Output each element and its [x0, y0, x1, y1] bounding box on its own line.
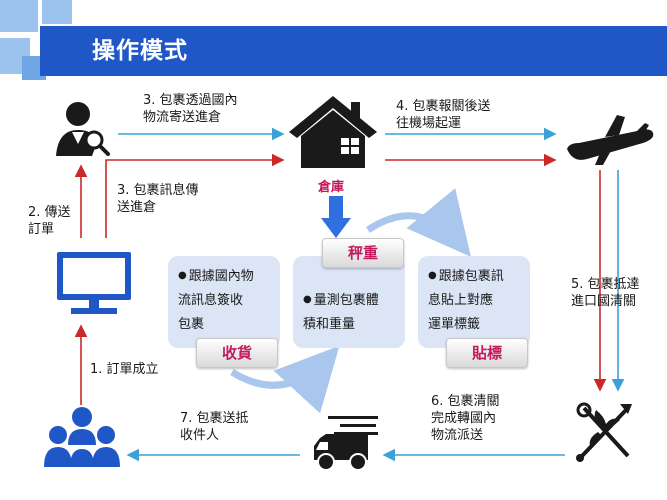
curve-arrow-bottom [230, 345, 340, 414]
step-3b-label: 3. 包裹訊息傳 送進倉 [117, 183, 199, 215]
step-1-label: 1. 訂單成立 [90, 362, 159, 377]
computer-icon [57, 252, 131, 314]
decor-square [0, 0, 38, 32]
customs-icon [576, 402, 632, 462]
decor-square [42, 0, 72, 24]
step-4-label: 4. 包裹報關後送 往機場起運 [396, 99, 491, 131]
step-7-label: 7. 包裹送抵 收件人 [180, 411, 249, 443]
receive-text-content: 跟據國內物 流訊息簽收 包裹 [178, 269, 254, 332]
label-text: ●跟據包裹訊 息貼上對應 運單標籤 [428, 269, 504, 332]
house-icon [289, 96, 377, 168]
receive-box [168, 256, 280, 348]
receive-text: ●跟據國內物 流訊息簽收 包裹 [178, 269, 254, 332]
receive-tag: 收貨 [196, 338, 278, 368]
truck-icon [314, 416, 378, 471]
weigh-text-content: 量測包裹體 積和重量 [303, 293, 379, 332]
label-box [418, 256, 530, 348]
airplane-icon [567, 115, 654, 165]
weigh-box [293, 256, 405, 348]
step-3a-label: 3. 包裹透過國內 物流寄送進倉 [143, 93, 238, 125]
people-icon [44, 407, 120, 467]
warehouse-label: 倉庫 [318, 180, 345, 195]
step-6-label: 6. 包裹清關 完成轉國內 物流派送 [431, 394, 500, 443]
weigh-text: ●量測包裹體 積和重量 [303, 293, 379, 332]
label-text-content: 跟據包裹訊 息貼上對應 運單標籤 [428, 269, 504, 332]
arrow-info-to-warehouse [105, 153, 285, 238]
seller-icon [56, 102, 110, 156]
step-2-label: 2. 傳送 訂單 [28, 205, 71, 237]
weigh-tag: 秤重 [322, 238, 404, 268]
down-arrow-icon [321, 196, 351, 238]
step-5-label: 5. 包裹抵達 進口國清關 [571, 277, 640, 309]
title-bar [40, 26, 667, 76]
curve-arrow-top [366, 188, 471, 257]
label-tag: 貼標 [446, 338, 528, 368]
page-title: 操作模式 [92, 38, 188, 64]
